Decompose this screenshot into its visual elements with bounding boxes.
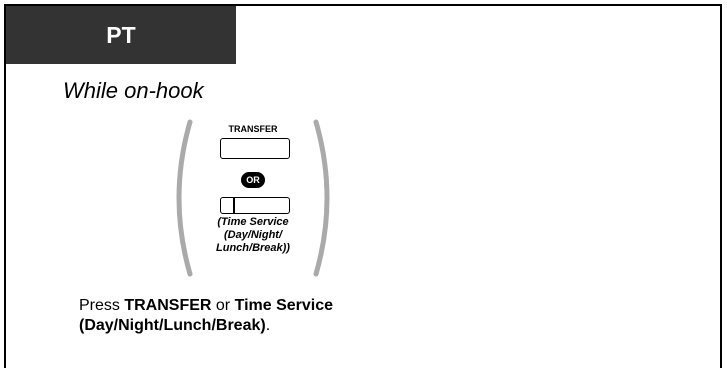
instruction-key-time-service: Time Service bbox=[234, 297, 334, 314]
left-parenthesis bbox=[176, 119, 193, 277]
device-tab-label: PT bbox=[106, 21, 136, 48]
instruction-suffix: . bbox=[265, 317, 271, 334]
or-badge: OR bbox=[241, 172, 265, 188]
transfer-key-icon bbox=[220, 138, 290, 159]
time-service-key-led bbox=[233, 197, 235, 213]
time-service-label-line: Lunch/Break)) bbox=[216, 242, 290, 254]
procedure-frame: PT While on-hook TRANSFER OR (Time Servi… bbox=[4, 4, 722, 368]
key-options-group: TRANSFER OR (Time Service (Day/Night/ Lu… bbox=[172, 118, 334, 278]
or-badge-label: OR bbox=[246, 175, 260, 185]
device-tab: PT bbox=[6, 6, 236, 64]
right-parenthesis bbox=[313, 119, 330, 277]
instruction-key-time-service-modes: (Day/Night/Lunch/Break) bbox=[79, 317, 266, 334]
time-service-label-line: (Day/Night/ bbox=[223, 229, 283, 241]
parentheses-graphic bbox=[176, 119, 330, 277]
time-service-key-icon bbox=[220, 197, 290, 214]
condition-text: While on-hook bbox=[63, 78, 204, 103]
time-service-key-label: (Time Service (Day/Night/ Lunch/Break)) bbox=[172, 216, 334, 255]
time-service-label-line: (Time Service bbox=[217, 216, 289, 228]
instruction-key-transfer: TRANSFER bbox=[124, 297, 212, 314]
instruction-middle: or bbox=[211, 297, 235, 314]
transfer-key-label: TRANSFER bbox=[228, 124, 278, 134]
instruction-prefix: Press bbox=[79, 297, 125, 314]
instruction-text: Press TRANSFER or Time Service (Day/Nigh… bbox=[79, 296, 333, 336]
